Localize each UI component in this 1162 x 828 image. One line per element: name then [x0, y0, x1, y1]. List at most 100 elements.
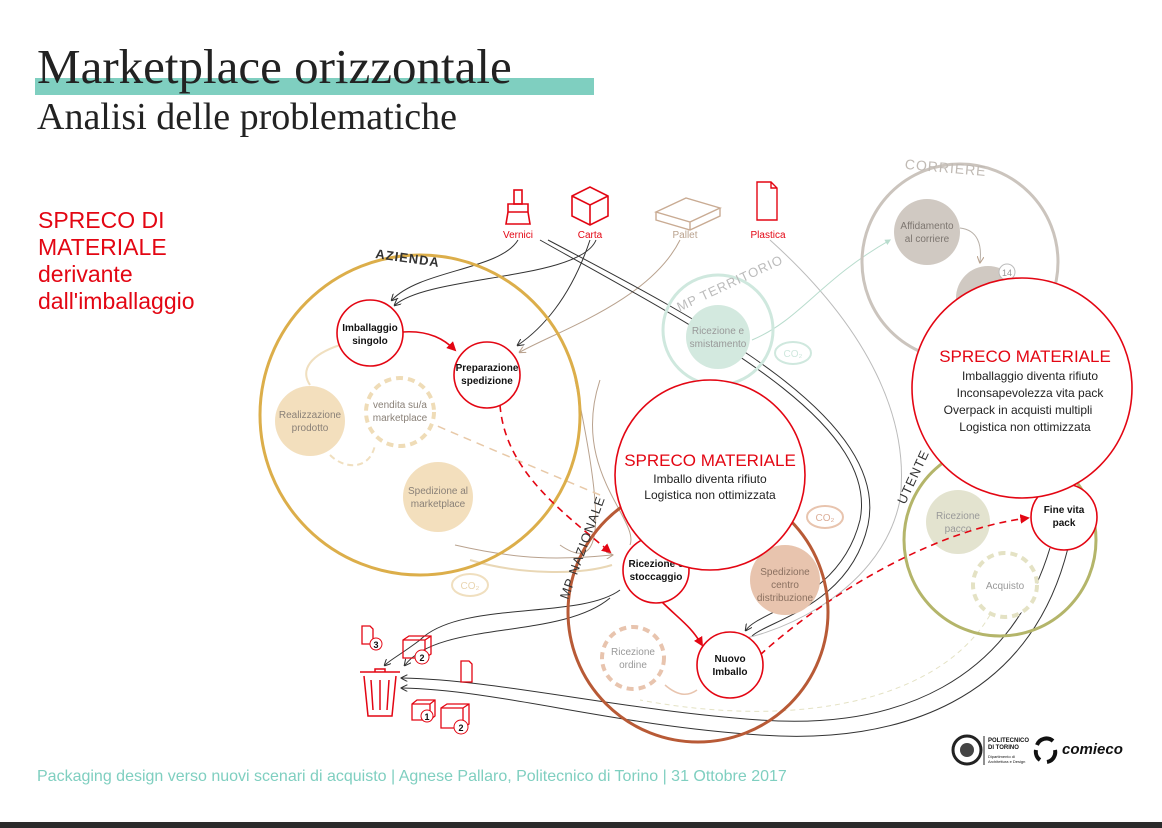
co2-label: CO₂: [784, 349, 803, 360]
node-affidamento: [894, 199, 960, 265]
flow-arrow: [592, 379, 632, 546]
node-realizzazione-prodotto: [275, 386, 345, 456]
node-preparazione-spedizione: [453, 341, 521, 409]
side-note-line: dall'imballaggio: [38, 288, 195, 314]
callout-line: Logistica non ottimizzata: [959, 420, 1091, 434]
logo-text: Dipartimento di: [988, 754, 1015, 759]
node-label: Spedizione: [760, 567, 810, 578]
callout-line: Imballo diventa rifiuto: [653, 472, 767, 486]
node-label: marketplace: [373, 413, 428, 424]
azienda-label: AZIENDA: [375, 246, 441, 270]
count-badge-label: 2: [458, 723, 463, 733]
material-label-pallet: Pallet: [672, 230, 697, 241]
co2-cloud-icon: CO₂: [451, 573, 489, 597]
node-imballaggio-singolo: [336, 299, 404, 367]
node-label: marketplace: [411, 499, 466, 510]
count-badge-label: 1: [424, 712, 429, 722]
flow-arrow: [639, 614, 991, 712]
count-badge: [414, 649, 430, 665]
node-label: centro: [771, 580, 799, 591]
node-nuovo-imballo: [696, 631, 764, 699]
node-label: distribuzione: [757, 593, 814, 604]
flow-arrow: [469, 559, 613, 573]
side-note-line: derivante: [38, 261, 133, 287]
node-ricezione-pacco: [926, 490, 990, 554]
callout-right: SPRECO MATERIALE Imballaggio diventa rif…: [911, 277, 1133, 499]
node-label: Spedizione al: [408, 486, 468, 497]
page-subtitle: Analisi delle problematiche: [37, 96, 457, 138]
bottom-bar: [0, 822, 1162, 828]
node-spedizione-centro: [750, 545, 820, 615]
flow-arrow: [402, 547, 1051, 722]
node-label: Ricezione e: [692, 326, 745, 337]
trash-can-icon: [360, 668, 400, 717]
callout-line: Inconsapevolezza vita pack: [957, 386, 1105, 400]
flow-arrow: [434, 424, 601, 496]
azienda-ring: [258, 253, 582, 577]
callout-title: SPRECO MATERIALE: [624, 451, 796, 470]
box-icon: [571, 186, 609, 226]
co2-label: CO₂: [461, 581, 480, 592]
node-label: prodotto: [292, 423, 329, 434]
node-label: Affidamento: [900, 221, 954, 232]
brush-icon: [505, 189, 531, 225]
node-spedizione-marketplace: [403, 462, 473, 532]
flow-arrow: [520, 239, 681, 352]
node-label: Ricezione: [611, 647, 655, 658]
flow-arrow: [729, 239, 902, 641]
plastic-bag-icon: [460, 660, 473, 683]
node-label: Ricezione e: [628, 559, 683, 570]
callout-line: Logistica non ottimizzata: [644, 488, 776, 502]
group-azienda: AZIENDA Realizzazione prodotto vendita s…: [258, 246, 612, 597]
node-label: Imballo: [712, 667, 747, 678]
recycle-icon: [1033, 736, 1058, 764]
pallet-icon: [654, 197, 722, 231]
node-ricezione-ordine: [600, 625, 666, 691]
title-highlight: [35, 78, 594, 95]
callout-center: SPRECO MATERIALE Imballo diventa rifiuto…: [614, 379, 806, 571]
node-vendita: [364, 376, 436, 448]
co2-cloud-icon: CO₂: [774, 341, 812, 365]
logo-polito: POLITECNICO DI TORINO Dipartimento di Ar…: [951, 734, 1029, 766]
materials: Vernici Carta Pallet Plastica: [503, 181, 786, 241]
node-label: Acquisto: [986, 581, 1025, 592]
footer: Packaging design verso nuovi scenari di …: [37, 768, 787, 785]
node-label: Fine vita: [1044, 505, 1085, 516]
count-badge-label: 3: [373, 640, 378, 650]
logo-comieco: comieco: [1033, 736, 1123, 764]
logo-text: Architettura e Design: [988, 759, 1025, 764]
count-badge-label: 14: [1002, 268, 1012, 278]
callout-right-circle: [911, 277, 1133, 499]
flow-arrow: [385, 589, 621, 665]
count-badge: [420, 709, 434, 723]
plastic-bag-icon: [756, 181, 778, 221]
node-label: stoccaggio: [630, 572, 683, 583]
node-label: ordine: [619, 660, 647, 671]
flow-arrow: [559, 379, 597, 554]
corriere-label: CORRIERE: [904, 156, 987, 179]
flow-arrow: [405, 597, 611, 665]
flow-arrow: [305, 344, 341, 386]
count-badge-label: 2: [419, 653, 424, 663]
side-note-line: SPRECO DI: [38, 207, 165, 233]
logo-text: POLITECNICO: [988, 738, 1029, 744]
flow-arrow: [401, 330, 457, 352]
flow-arrow: [659, 599, 703, 647]
count-badge: [453, 719, 469, 735]
node-label: Imballaggio: [342, 323, 398, 334]
group-utente: UTENTE Ricezione pacco Acquisto Fine vit…: [759, 442, 1098, 656]
page-title: Marketplace orizzontale: [37, 39, 512, 94]
callout-center-circle: [614, 379, 806, 571]
logo-text: comieco: [1062, 741, 1123, 758]
flow-arrow: [392, 239, 519, 300]
node-label: spedizione: [461, 376, 513, 387]
node-label: vendita su/a: [373, 400, 427, 411]
side-note: SPRECO DI MATERIALE derivante dall'imbal…: [38, 207, 195, 315]
logo-text: DI TORINO: [988, 745, 1019, 751]
node-label: Realizzazione: [279, 410, 342, 421]
callout-title: SPRECO MATERIALE: [939, 347, 1111, 366]
flow-arrow: [454, 544, 612, 558]
node-label: pacco: [945, 524, 972, 535]
node-label: Nuovo: [714, 654, 745, 665]
